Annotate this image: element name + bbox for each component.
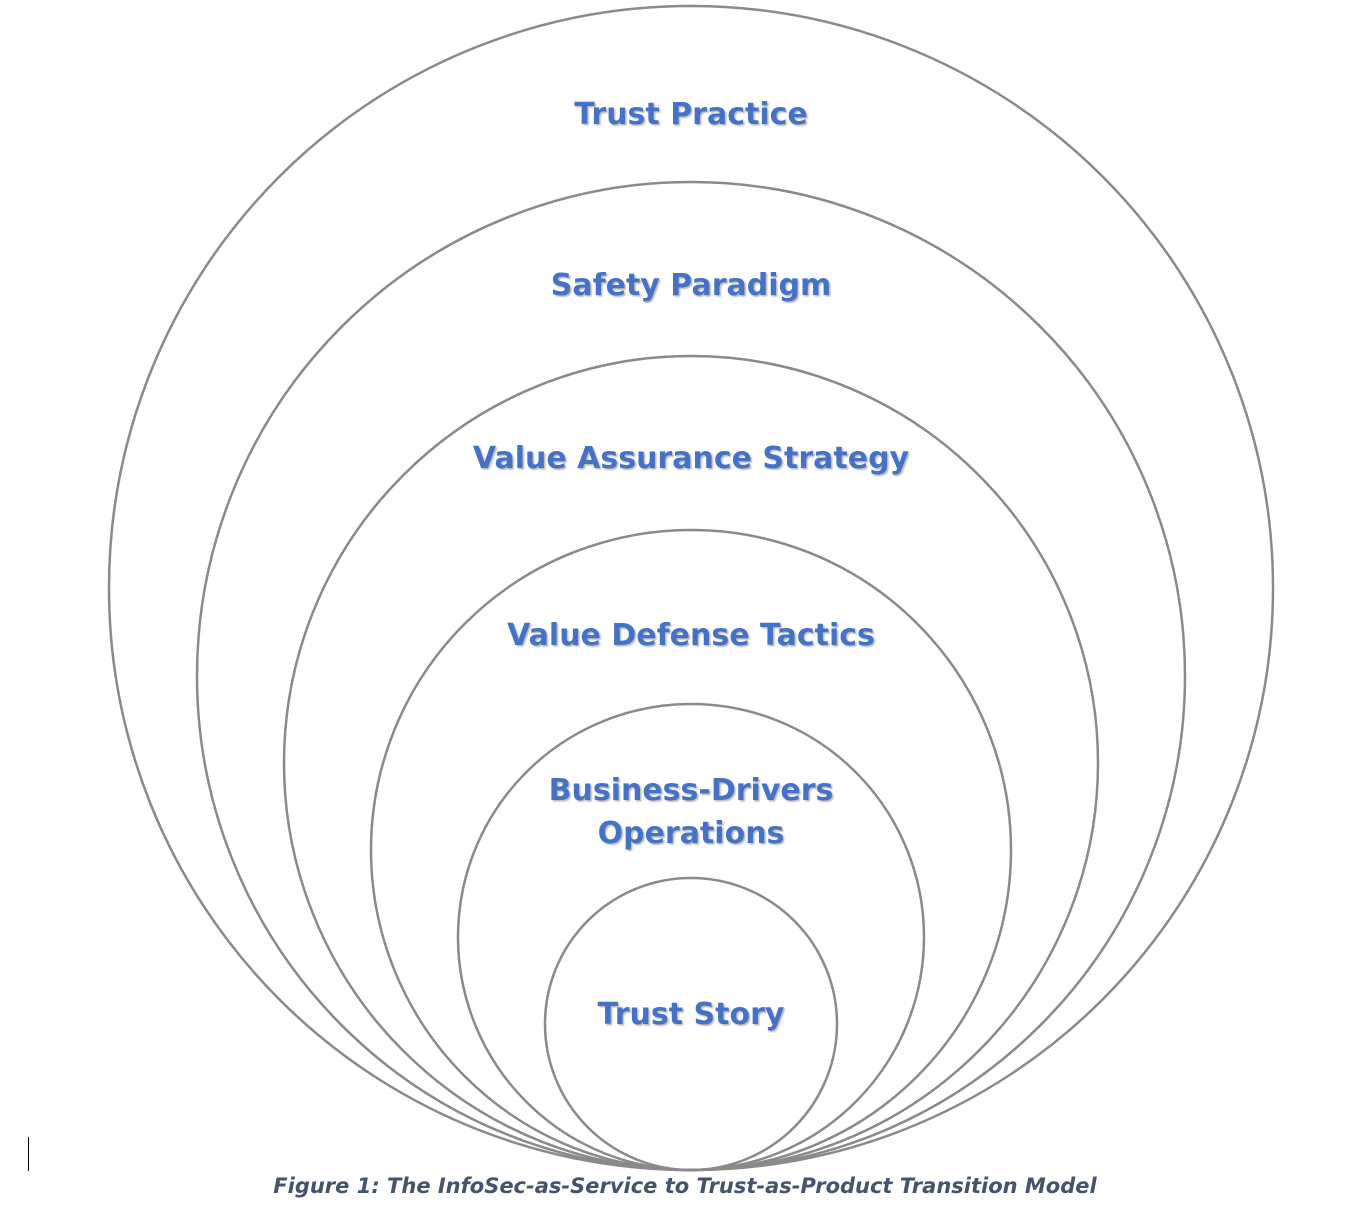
ring-3-label: Value Assurance Strategy bbox=[473, 441, 910, 476]
figure-caption: Figure 1: The InfoSec-as-Service to Trus… bbox=[273, 1174, 1097, 1198]
ring-1-label: Trust Practice bbox=[574, 97, 808, 132]
ring-5-label-line: Business-Drivers bbox=[549, 773, 834, 808]
ring-3-label-line: Value Assurance Strategy bbox=[473, 441, 910, 476]
ring-5-label-line: Operations bbox=[598, 816, 785, 851]
text-cursor bbox=[28, 1137, 29, 1171]
ring-4-label-line: Value Defense Tactics bbox=[507, 618, 875, 653]
ring-6 bbox=[543, 876, 839, 1172]
ring-2-label: Safety Paradigm bbox=[551, 268, 832, 303]
ring-4-label: Value Defense Tactics bbox=[507, 618, 875, 653]
ring-1-label-line: Trust Practice bbox=[574, 97, 808, 132]
ring-6-label: Trust Story bbox=[598, 997, 785, 1032]
ring-1 bbox=[107, 4, 1275, 1172]
ring-3 bbox=[282, 354, 1100, 1172]
ring-6-label-line: Trust Story bbox=[598, 997, 785, 1032]
ring-2-label-line: Safety Paradigm bbox=[551, 268, 832, 303]
